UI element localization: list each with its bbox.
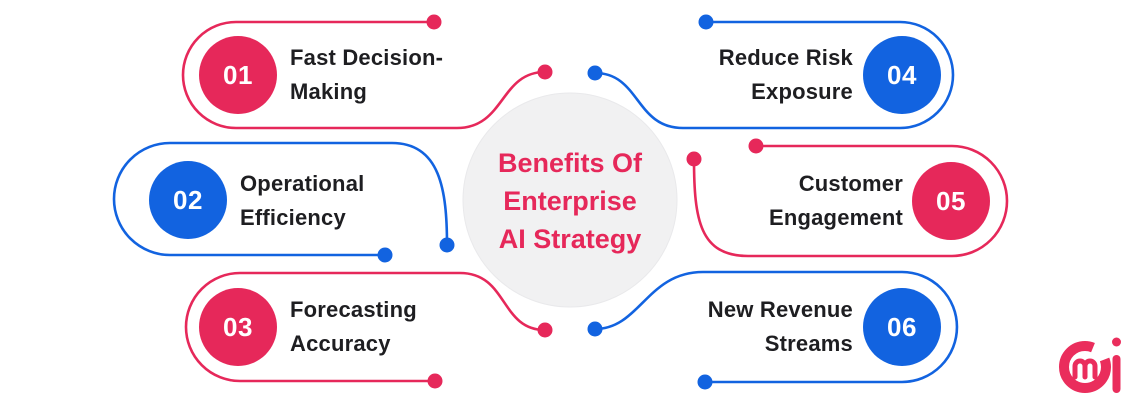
connector-pill-05 [692,144,1009,258]
logo-ring [1059,341,1111,393]
logo-i-stem [1112,355,1121,393]
center-title: Benefits Of Enterprise AI Strategy [497,148,643,254]
badge-01: 01 [199,36,277,114]
connector-dot [686,151,702,167]
badge-02: 02 [149,161,227,239]
badge-03: 03 [199,288,277,366]
badge-05: 05 [912,162,990,240]
connector-dot [587,65,603,81]
label-new-revenue-streams: New Revenue Streams [707,297,853,356]
label-reduce-risk-exposure: Reduce Risk Exposure [718,45,853,104]
badge-04: 04 [863,36,941,114]
connector-dot [697,374,713,390]
label-customer-engagement: Customer Engagement [768,171,903,230]
label-operational-efficiency: Operational Efficiency [240,171,365,230]
label-forecasting-accuracy: Forecasting Accuracy [290,297,417,356]
connector-pill-03 [184,271,546,383]
connector-dot [377,247,393,263]
badge-06: 06 [863,288,941,366]
center-circle [462,92,678,308]
connector-pill-01 [181,20,546,130]
logo-m [1072,358,1098,380]
mi-logo [1059,337,1121,393]
connector-dot [439,237,455,253]
connector-dot [427,373,443,389]
connector-pill-06 [594,270,959,384]
connector-dot [537,322,553,338]
connector-dot [698,14,714,30]
label-fast-decision-making: Fast Decision- Making [290,45,444,104]
connector-dot [748,138,764,154]
connector-dot [426,14,442,30]
logo-i-dot [1112,337,1121,347]
connector-pill-04 [594,20,955,130]
connector-dot [587,321,603,337]
connector-pill-02 [112,141,449,257]
connector-dot [537,64,553,80]
